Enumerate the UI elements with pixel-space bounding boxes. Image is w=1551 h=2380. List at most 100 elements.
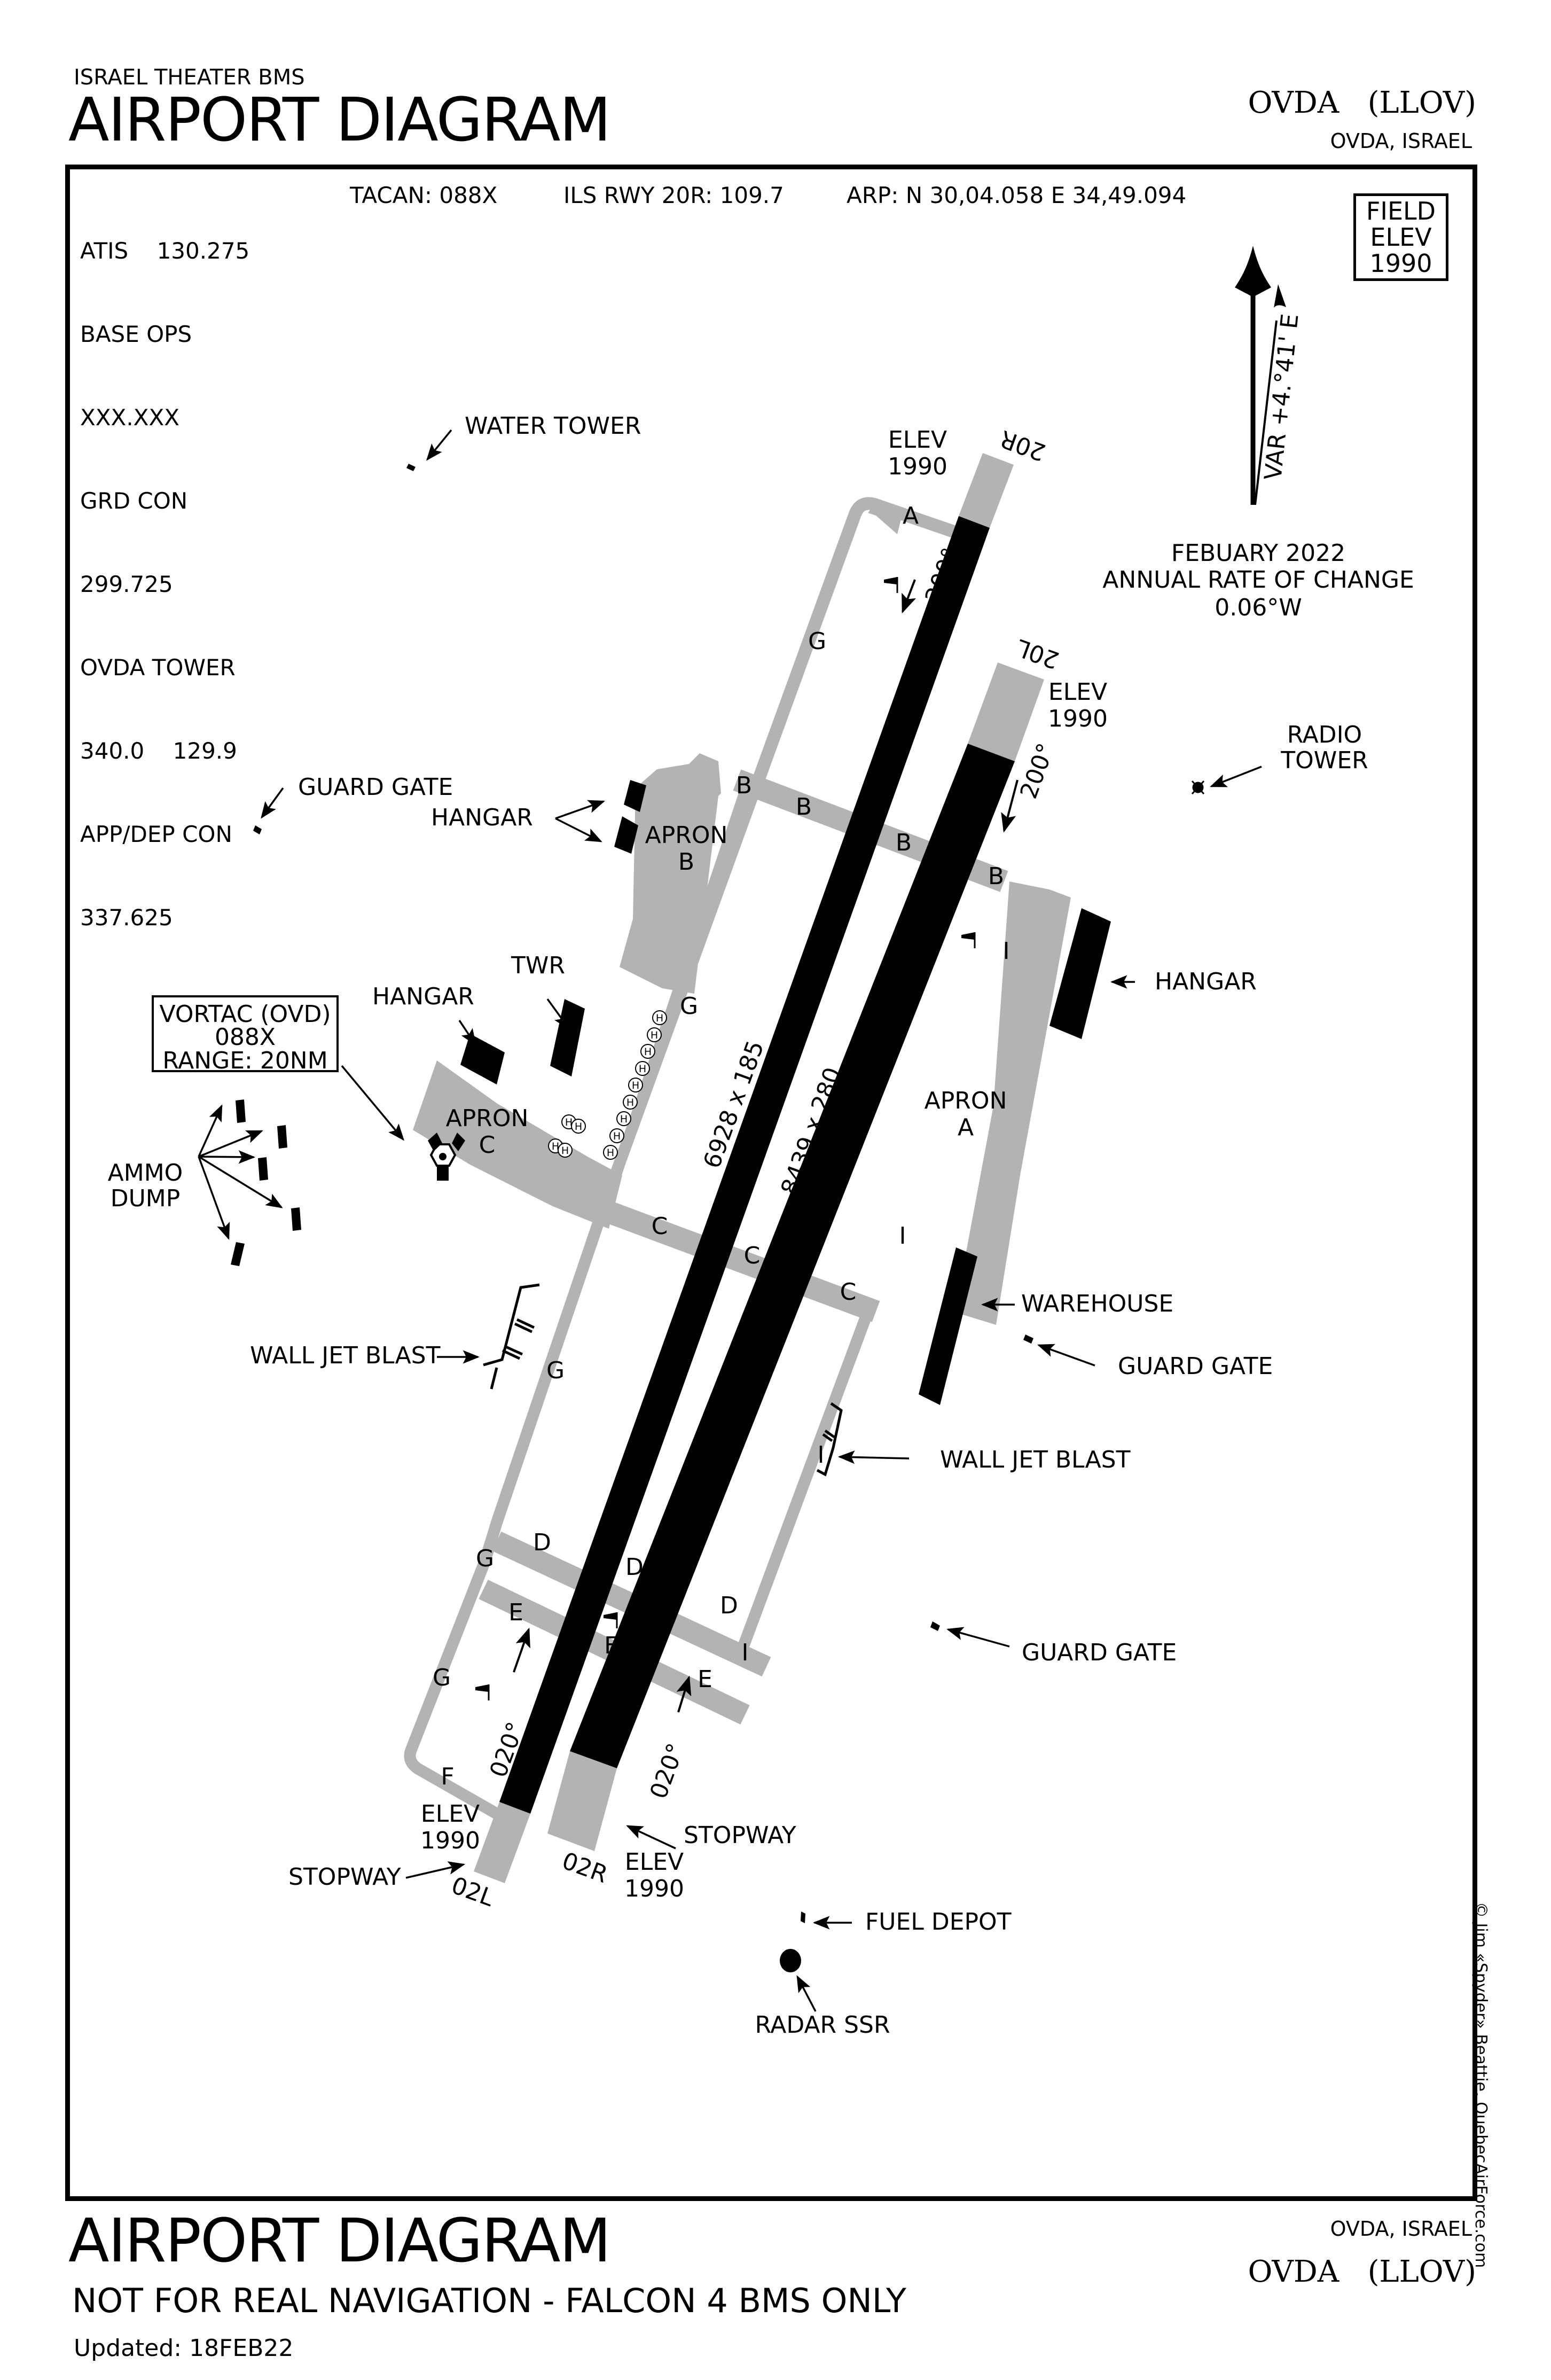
taxiway-label-g: G <box>808 628 826 655</box>
freq-line: APP/DEP CON <box>80 821 232 847</box>
taxiway-label-e: E <box>698 1666 712 1693</box>
helipad-icon: H <box>558 1143 573 1158</box>
hangar-east-label: HANGAR <box>1155 968 1257 995</box>
taxiway-label-g: G <box>433 1664 451 1691</box>
leader-hangar-b2 <box>555 817 602 842</box>
svg-text:H: H <box>626 1097 634 1109</box>
freq-line: 299.725 <box>80 571 173 597</box>
radio-tower-icon <box>1191 780 1205 795</box>
taxiway-label-b: B <box>988 863 1004 890</box>
taxiway-label-i: I <box>818 1441 825 1469</box>
footer-title: AIRPORT DIAGRAM <box>68 2206 611 2276</box>
leader-water-tower <box>426 429 452 461</box>
stopway-02l <box>474 1802 530 1883</box>
leader-hangar-c <box>458 1020 476 1046</box>
taxiway-label-c: C <box>840 1278 857 1306</box>
leader-vortac <box>341 1065 405 1141</box>
taxiway-label-i: I <box>899 1222 906 1250</box>
heading-02r: 020° <box>645 1740 690 1802</box>
freq-line: BASE OPS <box>80 321 192 347</box>
taxiway-label-b: B <box>736 772 752 799</box>
taxiway-label-c: C <box>744 1242 761 1269</box>
guard-gate-se-icon <box>930 1621 940 1631</box>
wall-jet-blast-west-label: WALL JET BLAST <box>250 1342 441 1369</box>
freq-line: 337.625 <box>80 904 173 931</box>
taxiway-label-i: I <box>742 1639 749 1666</box>
warehouse-label: WAREHOUSE <box>1021 1290 1173 1317</box>
taxiway-c <box>599 1199 880 1322</box>
page-title: AIRPORT DIAGRAM <box>68 85 611 155</box>
guard-gate-nw-icon <box>253 825 262 834</box>
leader-ammo-2 <box>198 1130 263 1158</box>
svg-text:H: H <box>620 1113 628 1125</box>
apron-c <box>413 1060 622 1229</box>
footer-updated: Updated: 18FEB22 <box>74 2335 294 2362</box>
stopway-02r <box>547 1751 617 1851</box>
apron-c-label: APRON <box>446 1105 529 1132</box>
helipad-icon: H <box>616 1111 631 1126</box>
elev-02r-label: ELEV <box>625 1848 684 1876</box>
svg-text:H: H <box>607 1147 614 1159</box>
freq-line: OVDA TOWER <box>80 654 236 681</box>
wall-jet-blast-east-icon <box>816 1402 843 1477</box>
tacan-info: TACAN: 088X <box>350 182 498 208</box>
annual-rate-value: 0.06°W <box>1215 594 1302 621</box>
hangar-b2 <box>614 816 638 854</box>
vortac-channel: 088X <box>215 1024 276 1051</box>
hangar-b1 <box>624 780 646 812</box>
variation-date: FEBUARY 2022 <box>1171 540 1345 567</box>
elev-02l-label: ELEV <box>421 1800 480 1828</box>
windsock-icon <box>604 1612 618 1628</box>
vortac-box <box>152 995 339 1072</box>
taxiway-label-g: G <box>680 993 698 1020</box>
footer-location: OVDA, ISRAEL <box>1330 2217 1472 2241</box>
ammo-dump-label-2: DUMP <box>111 1185 181 1212</box>
elev-02r-value: 1990 <box>624 1875 684 1902</box>
leader-ammo-5 <box>198 1156 230 1240</box>
airport-id: OVDA (LLOV) <box>1248 85 1476 120</box>
windsock-icon <box>475 1684 490 1700</box>
helipad-icon: H <box>623 1095 638 1110</box>
arp-info: ARP: N 30,04.058 E 34,49.094 <box>847 182 1187 208</box>
taxiway-label-d: D <box>625 1554 644 1581</box>
helipad-icon: H <box>647 1027 662 1042</box>
ammo-bunker <box>258 1157 268 1181</box>
radio-tower-label-1: RADIO <box>1287 721 1362 748</box>
guard-gate-east-icon <box>1023 1335 1033 1344</box>
twr-label: TWR <box>511 952 565 979</box>
helipad-icon: H <box>609 1128 624 1143</box>
guard-gate-se-label: GUARD GATE <box>1022 1639 1177 1666</box>
taxiway-g-north <box>752 497 964 783</box>
ammo-bunker <box>277 1125 287 1149</box>
taxiway-label-d: D <box>720 1592 738 1619</box>
runway-end-02r: 02R <box>559 1847 612 1889</box>
ammo-dump-label-1: AMMO <box>108 1159 183 1187</box>
heading-arrow-02r <box>676 1675 692 1713</box>
heading-20l: 200° <box>1015 740 1060 802</box>
stopway-20r <box>959 453 1014 528</box>
apron-b-letter: B <box>678 848 694 876</box>
freq-line: 340.0 129.9 <box>80 738 237 764</box>
stopway-02r-label: STOPWAY <box>684 1822 796 1849</box>
radio-tower-label-2: TOWER <box>1280 747 1368 774</box>
windsock-icon <box>884 577 898 593</box>
leader-wall-jet-east <box>837 1450 910 1464</box>
helipad-icon: H <box>640 1044 655 1059</box>
wall-jet-blast-west-icon <box>483 1283 540 1390</box>
runway-end-20l: 20L <box>1013 634 1063 674</box>
taxiway-label-g: G <box>476 1545 494 1572</box>
vortac-range: RANGE: 20NM <box>162 1047 327 1074</box>
water-tower-label: WATER TOWER <box>465 412 641 440</box>
elev-20l-value: 1990 <box>1048 705 1108 732</box>
leader-ammo-1 <box>198 1104 223 1157</box>
control-tower <box>550 999 585 1076</box>
svg-text:H: H <box>561 1145 569 1157</box>
helipad-icon: H <box>571 1119 586 1134</box>
leader-stopway-02l <box>405 1861 466 1879</box>
runway-end-20r: 20R <box>997 425 1049 466</box>
vortac-name: VORTAC (OVD) <box>160 1001 331 1028</box>
taxiway-label-d: D <box>533 1529 551 1556</box>
freq-line: ATIS 130.275 <box>80 238 250 264</box>
windsock-icon <box>961 932 976 948</box>
fuel-depot-icon <box>801 1911 805 1923</box>
